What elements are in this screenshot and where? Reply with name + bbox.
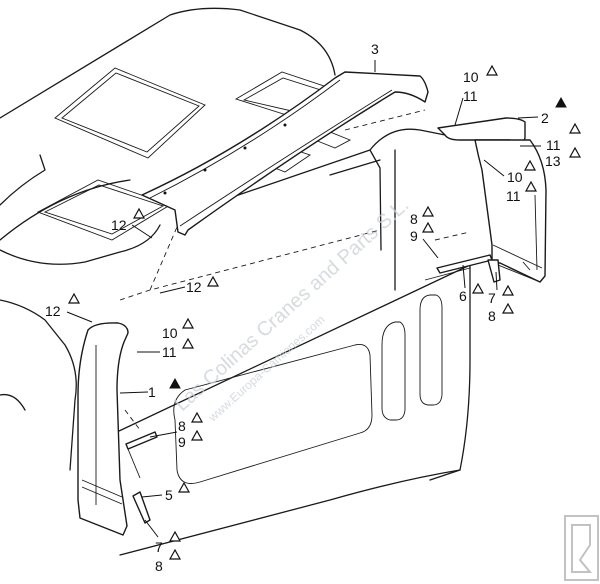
callout-3: 3 [371,41,379,57]
callout-8: 8 [410,211,418,227]
callout-8: 8 [488,308,496,324]
callout-1: 1 [148,384,156,400]
callout-12: 12 [111,217,127,233]
callout-11: 11 [463,88,478,104]
open-triangle-icon [132,207,146,219]
open-triangle-icon [501,284,515,296]
callout-10: 10 [162,325,178,341]
open-triangle-icon [168,530,182,542]
open-triangle-icon [524,180,538,192]
callout-9: 9 [410,228,418,244]
callout-9: 9 [178,434,186,450]
open-triangle-icon [568,146,582,158]
roof-deflector-part-3 [141,71,429,236]
callout-11: 11 [506,188,521,204]
watermark-line1: Las Colinas Cranes and Parts S.L. [171,194,414,416]
open-triangle-icon [190,411,204,423]
callout-12: 12 [186,279,202,295]
callout-11: 11 [546,137,561,153]
mounting-brackets [125,254,531,524]
open-triangle-icon [181,317,195,329]
open-triangle-icon [177,481,191,493]
open-triangle-icon [523,159,537,171]
open-triangle-icon [206,275,220,287]
callout-10: 10 [463,69,479,85]
open-triangle-icon [471,282,485,294]
callout-8: 8 [155,558,163,574]
callout-8: 8 [178,418,186,434]
open-triangle-icon [501,302,515,314]
open-triangle-icon [190,429,204,441]
callout-7: 7 [155,539,163,555]
callout-10: 10 [507,169,523,185]
filled-triangle-icon [169,377,181,389]
filled-triangle-icon [555,96,567,108]
callout-5: 5 [165,487,173,503]
open-triangle-icon [181,337,195,349]
open-triangle-icon [568,122,582,134]
callout-2: 2 [541,110,549,126]
open-triangle-icon [485,64,499,76]
callout-labels: 3 10 11 2 11 13 10 11 8 9 6 7 8 12 12 12… [45,41,582,574]
callout-13: 13 [545,153,561,169]
open-triangle-icon [168,548,182,560]
open-triangle-icon [67,292,81,304]
open-triangle-icon [421,221,435,233]
leader-lines [66,60,541,538]
callout-11: 11 [162,344,177,360]
side-deflector-part-2 [437,117,547,283]
open-triangle-icon [421,205,435,217]
callout-7: 7 [488,290,496,306]
watermark-logo [564,515,599,581]
callout-12: 12 [45,303,61,319]
side-deflector-part-1 [77,322,129,536]
callout-6: 6 [459,288,467,304]
